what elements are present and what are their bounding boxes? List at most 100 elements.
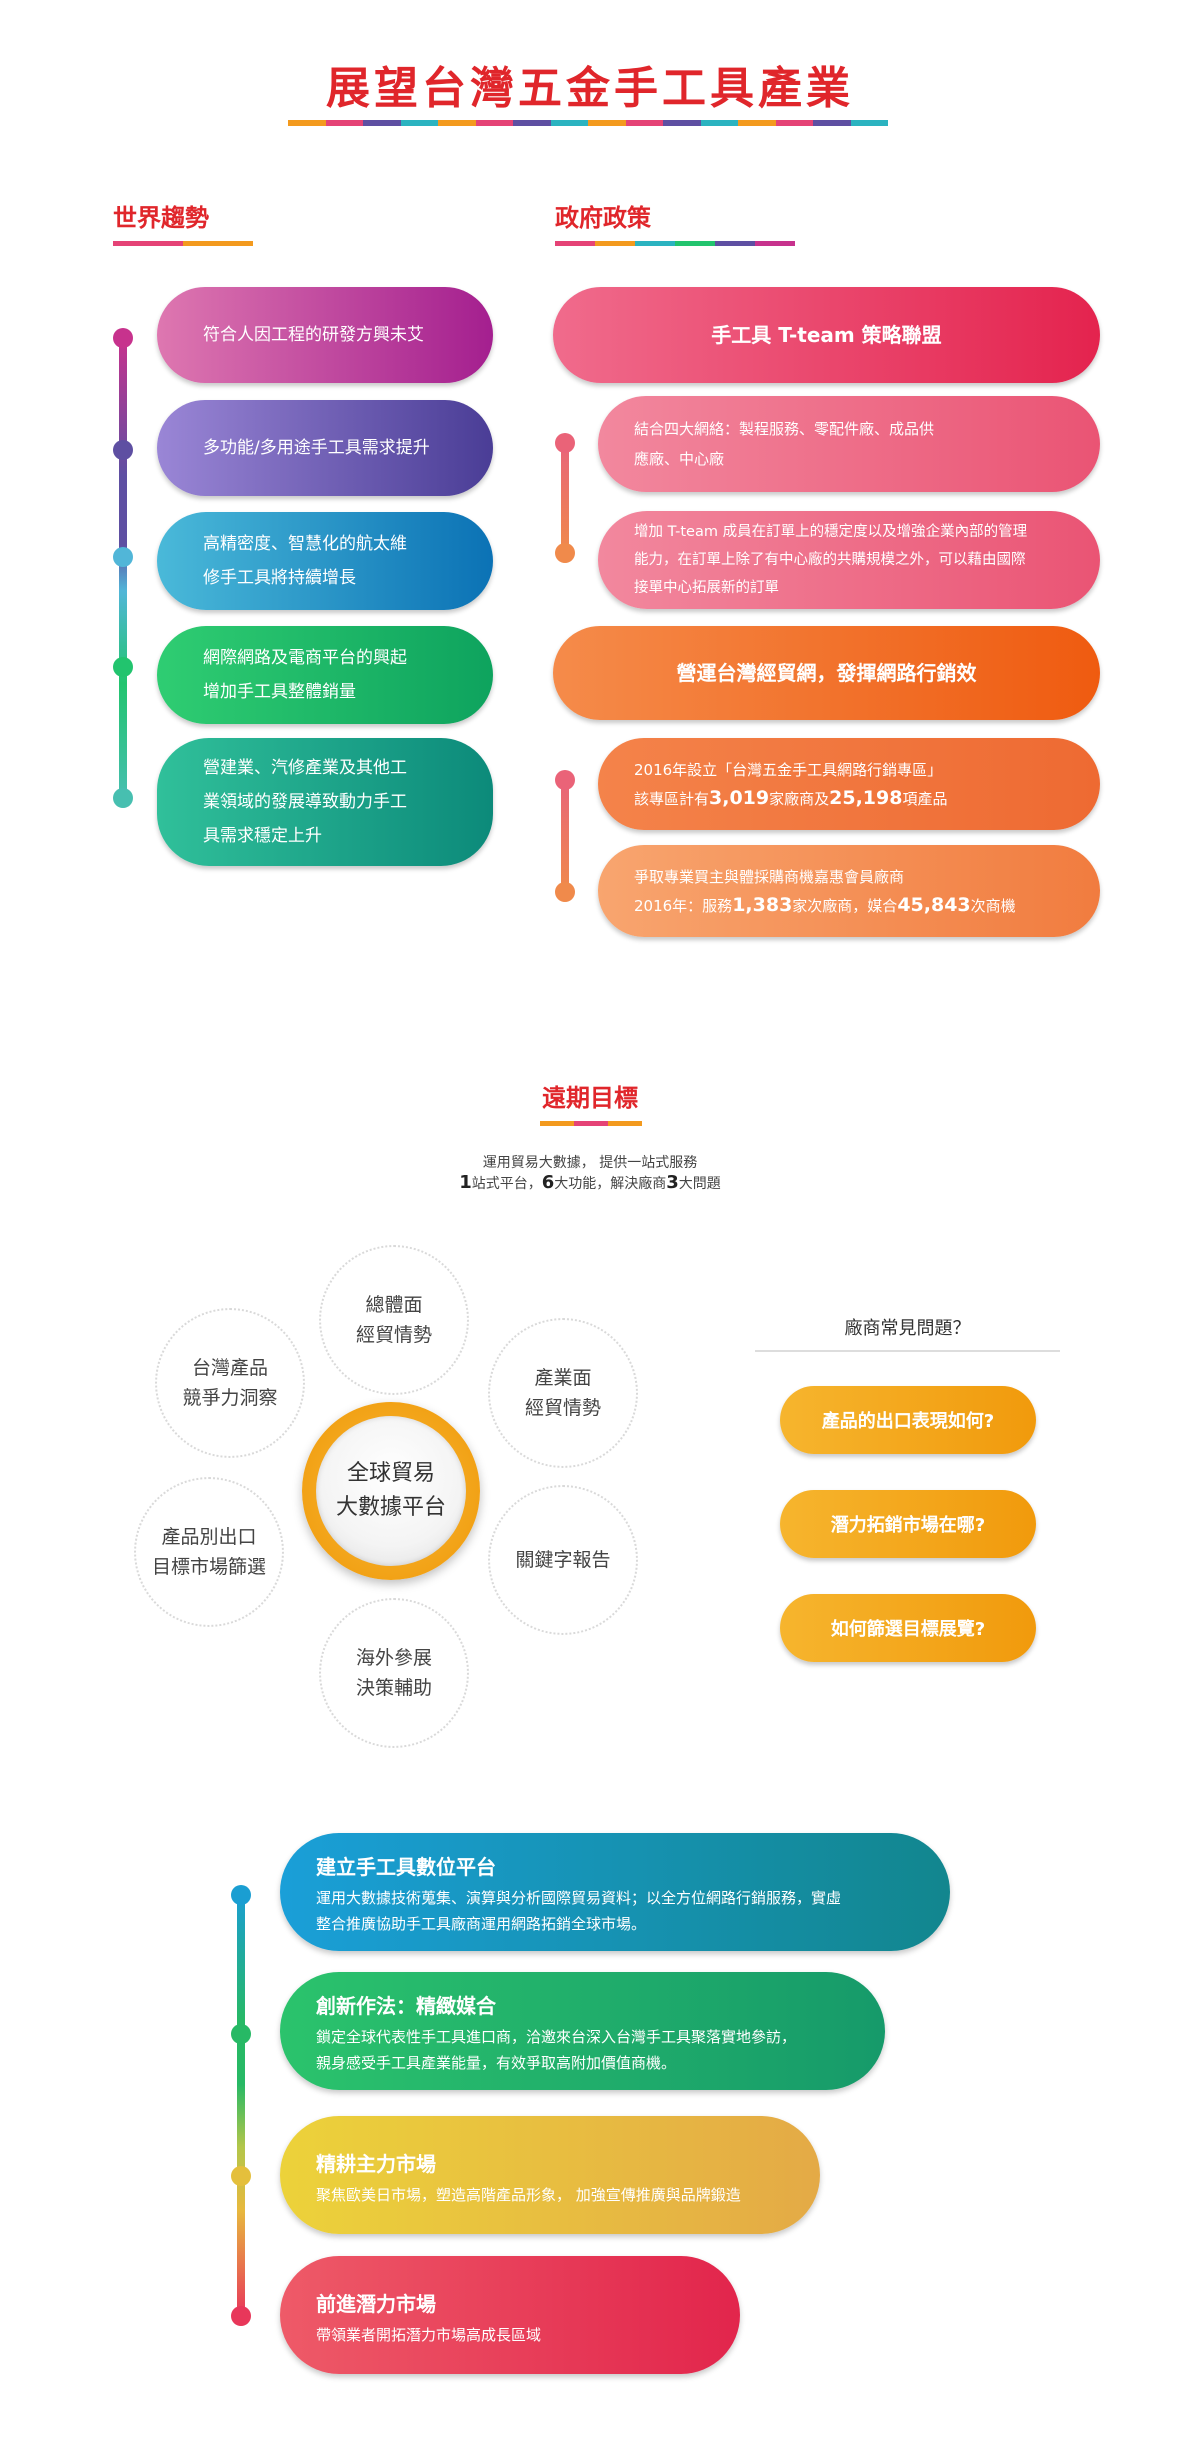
trade-network-pill: 營運台灣經貿網，發揮網路行銷效 [553, 626, 1100, 720]
hub-label: 全球貿易大數據平台 [316, 1416, 466, 1566]
circle-line: 海外參展 [355, 1647, 432, 1669]
detail-line: 2016年設立「台灣五金手工具網路行銷專區」 [634, 760, 943, 779]
faq-button-potential-market[interactable]: 潛力拓銷市場在哪? [780, 1490, 1036, 1558]
feature-circle-export-market: 產品別出口目標市場篩選 [134, 1477, 284, 1627]
strategy-digital-platform: 建立手工具數位平台 運用大數據技術蒐集、演算與分析國際貿易資料；以全方位網路行銷… [280, 1833, 950, 1951]
faq-button-target-expo[interactable]: 如何篩選目標展覽? [780, 1594, 1036, 1662]
stripe-segment [438, 120, 476, 126]
desc-line: 運用大數據技術蒐集、演算與分析國際貿易資料；以全方位網路行銷服務，實虛 [316, 1889, 842, 1907]
goal-subtext-1: 運用貿易大數據， 提供一站式服務 [482, 1155, 698, 1171]
circle-line: 產業面 [534, 1367, 592, 1389]
circle-line: 競爭力洞察 [182, 1387, 278, 1409]
gov-detail-pill: 爭取專業買主與體採購商機嘉惠會員廠商 2016年：服務1,383家次廠商，媒合4… [598, 845, 1100, 937]
world-trends-title: 世界趨勢 [113, 204, 209, 232]
goal-number: 3 [666, 1172, 679, 1193]
circle-line: 經貿情勢 [524, 1397, 601, 1419]
world-trends-underline [113, 241, 253, 246]
goal-text: 站式平台， [471, 1176, 542, 1192]
detail-line: 家次廠商，媒合 [792, 896, 898, 915]
timeline-dot [113, 788, 133, 808]
strategy-desc: 帶領業者開拓潛力市場高成長區域 [316, 2322, 541, 2348]
t-team-alliance-pill: 手工具 T-team 策略聯盟 [553, 287, 1100, 383]
feature-circle-industry: 產業面經貿情勢 [488, 1318, 638, 1468]
page-title: 展望台灣五金手工具產業 [326, 63, 854, 114]
circle-line: 總體面 [365, 1294, 423, 1316]
stat-number: 25,198 [829, 786, 903, 809]
timeline-dot [231, 2306, 251, 2326]
timeline-dot [555, 882, 575, 902]
feature-circle-macro: 總體面經貿情勢 [319, 1245, 469, 1395]
world-trend-pill: 營建業、汽修產業及其他工業領域的發展導致動力手工具需求穩定上升 [157, 738, 493, 866]
strategy-timeline-line [237, 1895, 245, 2315]
timeline-dot [231, 2166, 251, 2186]
long-term-goal-title: 遠期目標 [542, 1084, 638, 1112]
stripe-segment [663, 120, 701, 126]
trade-network-label: 營運台灣經貿網，發揮網路行銷效 [676, 661, 977, 685]
strategy-main-market: 精耕主力市場 聚焦歐美日市場，塑造高階產品形象， 加強宣傳推廣與品牌鍛造 [280, 2116, 820, 2234]
strategy-title: 前進潛力市場 [316, 2292, 436, 2316]
timeline-dot [555, 543, 575, 563]
strategy-title: 創新作法：精緻媒合 [316, 1994, 496, 2018]
gov-policy-underline [555, 241, 795, 246]
circle-line: 目標市場篩選 [151, 1556, 266, 1578]
strategy-desc: 鎖定全球代表性手工具進口商，洽邀來台深入台灣手工具聚落實地參訪， 親身感受手工具產… [316, 2024, 796, 2076]
goal-number: 6 [541, 1172, 555, 1193]
circle-line: 產品別出口 [161, 1526, 257, 1548]
world-trend-text: 網際網路及電商平台的興起增加手工具整體銷量 [203, 648, 407, 702]
world-trend-pill: 符合人因工程的研發方興未艾 [157, 287, 493, 383]
stripe-segment [850, 120, 888, 126]
stripe-segment [775, 120, 813, 126]
gov-detail-pill: 2016年設立「台灣五金手工具網路行銷專區」 該專區計有3,019家廠商及25,… [598, 738, 1100, 830]
circle-line: 台灣產品 [191, 1357, 268, 1379]
gov-timeline-line-2 [561, 780, 569, 892]
faq-divider [755, 1350, 1060, 1352]
gov-detail-pill: 結合四大網絡：製程服務、零配件廠、成品供應廠、中心廠 [598, 396, 1100, 492]
stripe-segment [550, 120, 588, 126]
desc-line: 親身感受手工具產業能量，有效爭取高附加價值商機。 [316, 2054, 677, 2072]
gov-detail-pill: 增加 T-team 成員在訂單上的穩定度以及增強企業內部的管理能力，在訂單上除了… [598, 511, 1100, 609]
desc-line: 整合推廣協助手工具廠商運用網路拓銷全球市場。 [316, 1915, 647, 1933]
desc-line: 帶領業者開拓潛力市場高成長區域 [316, 2326, 542, 2344]
stat-number: 1,383 [732, 893, 793, 916]
detail-line: 項產品 [902, 789, 948, 808]
stripe-segment [813, 120, 851, 126]
strategy-title: 精耕主力市場 [316, 2152, 436, 2176]
hub-line: 大數據平台 [335, 1495, 446, 1520]
detail-line: 2016年：服務 [634, 896, 733, 915]
stripe-segment [700, 120, 738, 126]
gov-timeline-line-1 [561, 443, 569, 553]
stripe-segment [400, 120, 438, 126]
desc-line: 聚焦歐美日市場，塑造高階產品形象， 加強宣傳推廣與品牌鍛造 [316, 2186, 741, 2204]
world-trend-text: 多功能/多用途手工具需求提升 [203, 438, 430, 458]
gov-detail-text: 2016年設立「台灣五金手工具網路行銷專區」 該專區計有3,019家廠商及25,… [598, 756, 977, 813]
goal-subtext-2: 1站式平台，6大功能，解決廠商3大問題 [0, 1172, 1180, 1193]
world-trend-pill: 網際網路及電商平台的興起增加手工具整體銷量 [157, 626, 493, 724]
gov-policy-title: 政府政策 [555, 204, 651, 232]
goal-text: 大問題 [678, 1176, 721, 1192]
feature-circle-competitiveness: 台灣產品競爭力洞察 [155, 1308, 305, 1458]
detail-line: 次商機 [970, 896, 1016, 915]
world-timeline-line [119, 338, 127, 798]
circle-line: 經貿情勢 [355, 1324, 432, 1346]
stat-number: 45,843 [897, 893, 971, 916]
strategy-desc: 運用大數據技術蒐集、演算與分析國際貿易資料；以全方位網路行銷服務，實虛整合推廣協… [316, 1885, 841, 1937]
faq-button-export-performance[interactable]: 產品的出口表現如何? [780, 1386, 1036, 1454]
goal-number: 1 [459, 1172, 472, 1193]
strategy-potential-market: 前進潛力市場 帶領業者開拓潛力市場高成長區域 [280, 2256, 740, 2374]
world-trend-pill: 多功能/多用途手工具需求提升 [157, 400, 493, 496]
stripe-segment [738, 120, 776, 126]
desc-line: 鎖定全球代表性手工具進口商，洽邀來台深入台灣手工具聚落實地參訪， [316, 2028, 797, 2046]
timeline-dot [113, 440, 133, 460]
timeline-dot [113, 328, 133, 348]
strategy-title: 建立手工具數位平台 [316, 1855, 496, 1879]
world-trend-pill: 高精密度、智慧化的航太維修手工具將持續增長 [157, 512, 493, 610]
faq-title: 廠商常見問題？ [844, 1318, 971, 1339]
goal-text: 大功能，解決廠商 [554, 1176, 667, 1192]
detail-line: 爭取專業買主與體採購商機嘉惠會員廠商 [634, 867, 905, 886]
gov-detail-text: 爭取專業買主與體採購商機嘉惠會員廠商 2016年：服務1,383家次廠商，媒合4… [598, 863, 1046, 920]
detail-line: 家廠商及 [769, 789, 830, 808]
feature-circle-expo: 海外參展決策輔助 [319, 1598, 469, 1748]
gov-detail-text: 結合四大網絡：製程服務、零配件廠、成品供應廠、中心廠 [634, 420, 935, 468]
title-underline-stripe [288, 120, 888, 126]
detail-line: 該專區計有 [634, 789, 710, 808]
